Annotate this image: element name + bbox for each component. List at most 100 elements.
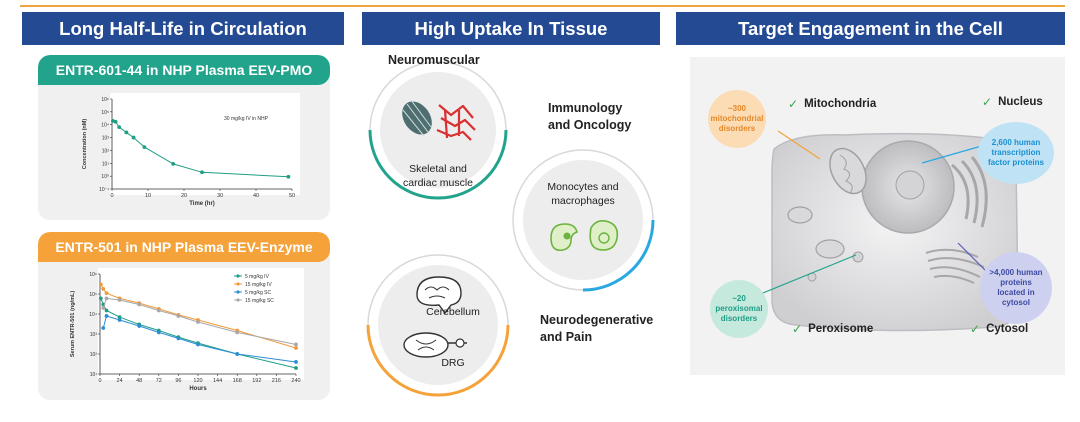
nucleus-organelle (861, 140, 955, 234)
mito-pointer (777, 130, 821, 160)
cell-label-mito-text: Mitochondria (804, 98, 877, 110)
label-neuro-line1: Neurodegenerative (540, 313, 654, 327)
macrophage-icon (550, 223, 578, 252)
data-point (196, 320, 200, 324)
legend-marker (236, 282, 240, 286)
data-point (294, 360, 298, 364)
bubble-perox-disorders: ~20 peroxisomal disorders (710, 280, 768, 338)
label-neuromuscular: Neuromuscular (388, 53, 480, 67)
x-tick-label: 0 (98, 378, 101, 384)
monocyte-icon (589, 220, 619, 251)
check-icon: ✓ (792, 322, 803, 336)
data-point (117, 315, 122, 319)
y-tick-label: 10⁴ (89, 312, 97, 318)
data-point (101, 286, 106, 291)
data-point (156, 308, 161, 313)
label-immunology-line1: Immunology (548, 101, 623, 115)
bubble-perox-line1: ~20 (732, 294, 746, 303)
y-tick-label: 10¹ (90, 372, 98, 378)
drg-icon (403, 332, 467, 358)
tissue-circles (366, 61, 655, 397)
y-tick-label: 10⁶ (101, 97, 109, 103)
bubble-mito-line3: disorders (718, 124, 756, 133)
cell-illustration (757, 130, 1019, 332)
x-tick-label: 50 (289, 193, 295, 199)
card-title-entr-601: ENTR-601-44 in NHP Plasma EEV-PMO (38, 55, 330, 85)
legend-marker (236, 290, 240, 294)
legend-marker (236, 298, 240, 302)
label-immunology: Immunology and Oncology (548, 100, 631, 134)
plot-area (110, 93, 300, 195)
y-tick-label: 10⁻¹ (99, 187, 109, 193)
data-point (142, 145, 147, 150)
peroxisome-organelle (807, 251, 864, 282)
data-point (286, 174, 291, 179)
data-point (104, 291, 109, 296)
cell-label-perox-text: Peroxisome (808, 323, 874, 335)
text-monocytes: Monocytes and macrophages (528, 180, 638, 208)
label-neurodegenerative: Neurodegenerative and Pain (540, 312, 653, 346)
x-tick-label: 240 (291, 378, 300, 384)
neuro-circle (366, 254, 510, 397)
y-tick-label: 10⁴ (101, 123, 109, 129)
bubble-cytosol-line1: >4,000 human (989, 268, 1043, 277)
legend-label: 15 mg/kg IV (245, 282, 272, 288)
mitochondria-organelle (787, 147, 867, 259)
text-skeletal: Skeletal and cardiac muscle (383, 162, 493, 190)
y-tick-label: 10³ (90, 332, 98, 338)
check-icon: ✓ (970, 322, 981, 336)
data-point (171, 161, 176, 166)
panel-title-circulation: Long Half-Life in Circulation (22, 12, 344, 45)
y-axis-label: Serum ENTR-501 (ng/mL) (70, 291, 76, 357)
cell-label-cytosol: ✓Cytosol (970, 322, 1028, 336)
cell-label-mitochondria: ✓Mitochondria (788, 97, 876, 111)
bubble-cytosol-line4: cytosol (1001, 298, 1030, 307)
data-point (113, 119, 118, 124)
top-accent-line (20, 5, 1065, 7)
cell-label-nucleus: ✓Nucleus (982, 95, 1043, 109)
cell-label-peroxisome: ✓ Peroxisome (792, 322, 873, 336)
muscle-icon (402, 99, 476, 141)
cell-label-nucleus-text: Nucleus (998, 96, 1043, 108)
neuromuscular-circle (368, 61, 508, 200)
data-point (117, 318, 122, 322)
text-skeletal-line1: Skeletal and (409, 163, 467, 175)
er-organelle (925, 248, 985, 284)
text-skeletal-line2: cardiac muscle (402, 177, 474, 190)
data-point (117, 298, 122, 302)
bubble-mito-disorders: ~300 mitochondrial disorders (708, 90, 766, 148)
legend-label: 5 mg/kg IV (245, 274, 270, 280)
bubble-mito-line2: mitochondrial (710, 114, 764, 123)
label-immunology-line2: and Oncology (548, 117, 632, 132)
data-point (124, 130, 129, 135)
text-drg: DRG (441, 357, 465, 369)
data-point (131, 135, 136, 140)
y-tick-label: 10⁰ (101, 174, 109, 180)
data-point (101, 326, 106, 330)
plot-area (98, 268, 304, 380)
x-tick-label: 24 (117, 378, 123, 384)
data-point (235, 352, 240, 356)
x-tick-label: 144 (213, 378, 222, 384)
data-point (294, 366, 298, 370)
bubble-cytosol-line3: located in (997, 288, 1035, 297)
text-monocytes-line2: macrophages (551, 195, 615, 208)
x-tick-label: 168 (233, 378, 242, 384)
y-tick-label: 10² (90, 352, 98, 358)
y-tick-label: 10⁶ (89, 272, 97, 278)
immunology-circle (512, 149, 655, 292)
bubble-cytosol-proteins: >4,000 human proteins located in cytosol (980, 252, 1052, 324)
y-tick-label: 10² (102, 148, 110, 154)
y-tick-label: 10³ (102, 136, 110, 142)
legend-label: 15 mg/kg SC (245, 298, 274, 304)
y-axis-label: Concentration (nM) (82, 119, 88, 170)
bubble-perox-line2: peroxisomal (715, 304, 763, 313)
x-axis-label: Hours (189, 386, 207, 392)
text-monocytes-line1: Monocytes and (547, 181, 619, 193)
x-tick-label: 40 (253, 193, 259, 199)
x-tick-label: 216 (272, 378, 281, 384)
